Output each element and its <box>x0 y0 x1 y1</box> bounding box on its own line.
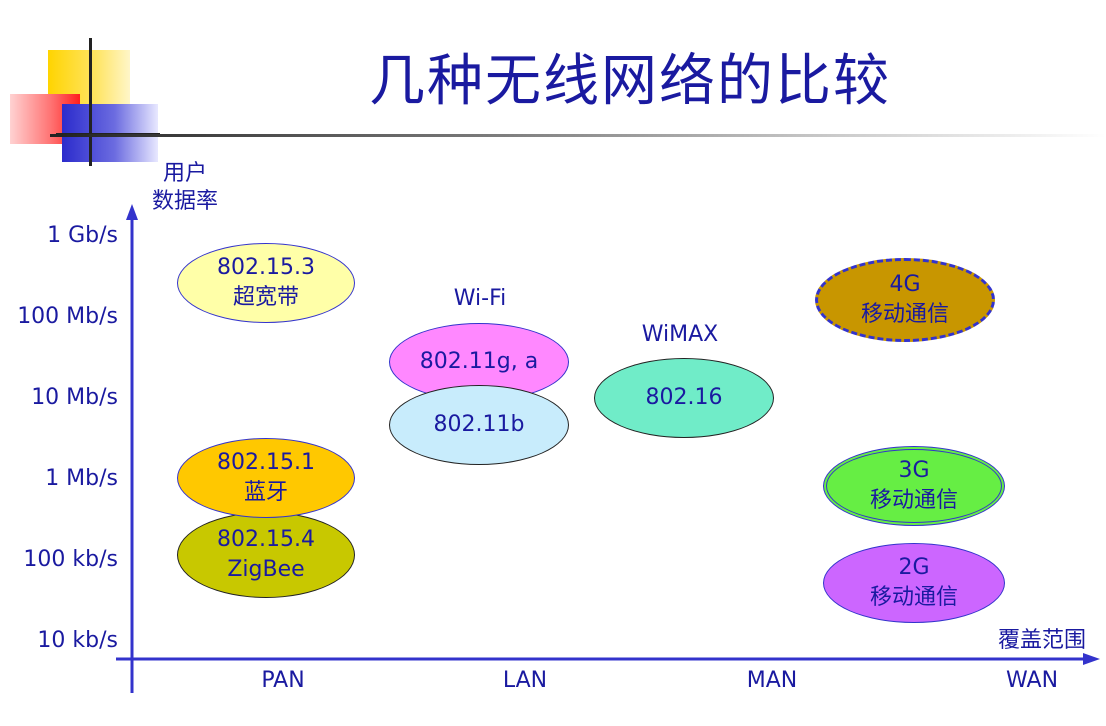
x-axis-arrow <box>1083 653 1100 665</box>
y-axis-arrow <box>126 204 138 220</box>
3g-generation: 3G <box>898 458 930 483</box>
zigbee-ellipse: 802.15.4 ZigBee <box>177 512 355 598</box>
wifi-ga-standard: 802.11g, a <box>419 349 539 374</box>
y-tick-label: 10 Mb/s <box>31 385 118 410</box>
uwb-standard: 802.15.3 <box>217 255 315 280</box>
corner-decoration-vertical-line <box>89 38 92 166</box>
slide-title: 几种无线网络的比较 <box>369 49 891 114</box>
y-tick-label: 10 kb/s <box>37 628 118 653</box>
2g-name: 移动通信 <box>869 585 958 610</box>
title-underline <box>50 134 1106 137</box>
bluetooth-standard: 802.15.1 <box>217 450 315 475</box>
x-tick-label: WAN <box>1005 668 1059 693</box>
wifi-b-standard: 802.11b <box>433 412 525 437</box>
x-tick-label: MAN <box>746 668 798 693</box>
3g-name: 移动通信 <box>869 488 958 513</box>
4g-name: 移动通信 <box>860 302 949 327</box>
y-tick-label: 1 Mb/s <box>45 466 118 491</box>
x-axis-title: 覆盖范围 <box>997 628 1086 653</box>
bluetooth-ellipse: 802.15.1 蓝牙 <box>177 438 355 518</box>
x-tick-label: PAN <box>261 668 305 693</box>
2g-generation: 2G <box>898 555 930 580</box>
wimax-standard: 802.16 <box>645 385 723 410</box>
wimax-ellipse: 802.16 <box>594 358 774 438</box>
bluetooth-name: 蓝牙 <box>243 480 288 505</box>
y-tick-label: 100 kb/s <box>23 547 118 572</box>
x-tick-label: LAN <box>502 668 548 693</box>
wifi-b-ellipse: 802.11b <box>389 385 569 465</box>
4g-ellipse: 4G 移动通信 <box>815 258 995 342</box>
wimax-group-label: WiMAX <box>641 322 719 347</box>
y-axis-title-line1: 用户 <box>162 161 207 186</box>
uwb-name: 超宽带 <box>232 285 299 310</box>
2g-ellipse: 2G 移动通信 <box>823 543 1005 623</box>
y-tick-label: 1 Gb/s <box>47 223 118 248</box>
y-tick-label: 100 Mb/s <box>17 304 118 329</box>
y-axis-title: 用户 数据率 <box>130 160 240 216</box>
y-axis-title-line2: 数据率 <box>151 189 218 214</box>
3g-ellipse: 3G 移动通信 <box>823 446 1005 526</box>
uwb-ellipse: 802.15.3 超宽带 <box>177 243 355 323</box>
zigbee-standard: 802.15.4 <box>217 527 315 552</box>
wifi-group-label: Wi-Fi <box>453 286 507 311</box>
4g-generation: 4G <box>889 272 921 297</box>
zigbee-name: ZigBee <box>227 557 305 582</box>
